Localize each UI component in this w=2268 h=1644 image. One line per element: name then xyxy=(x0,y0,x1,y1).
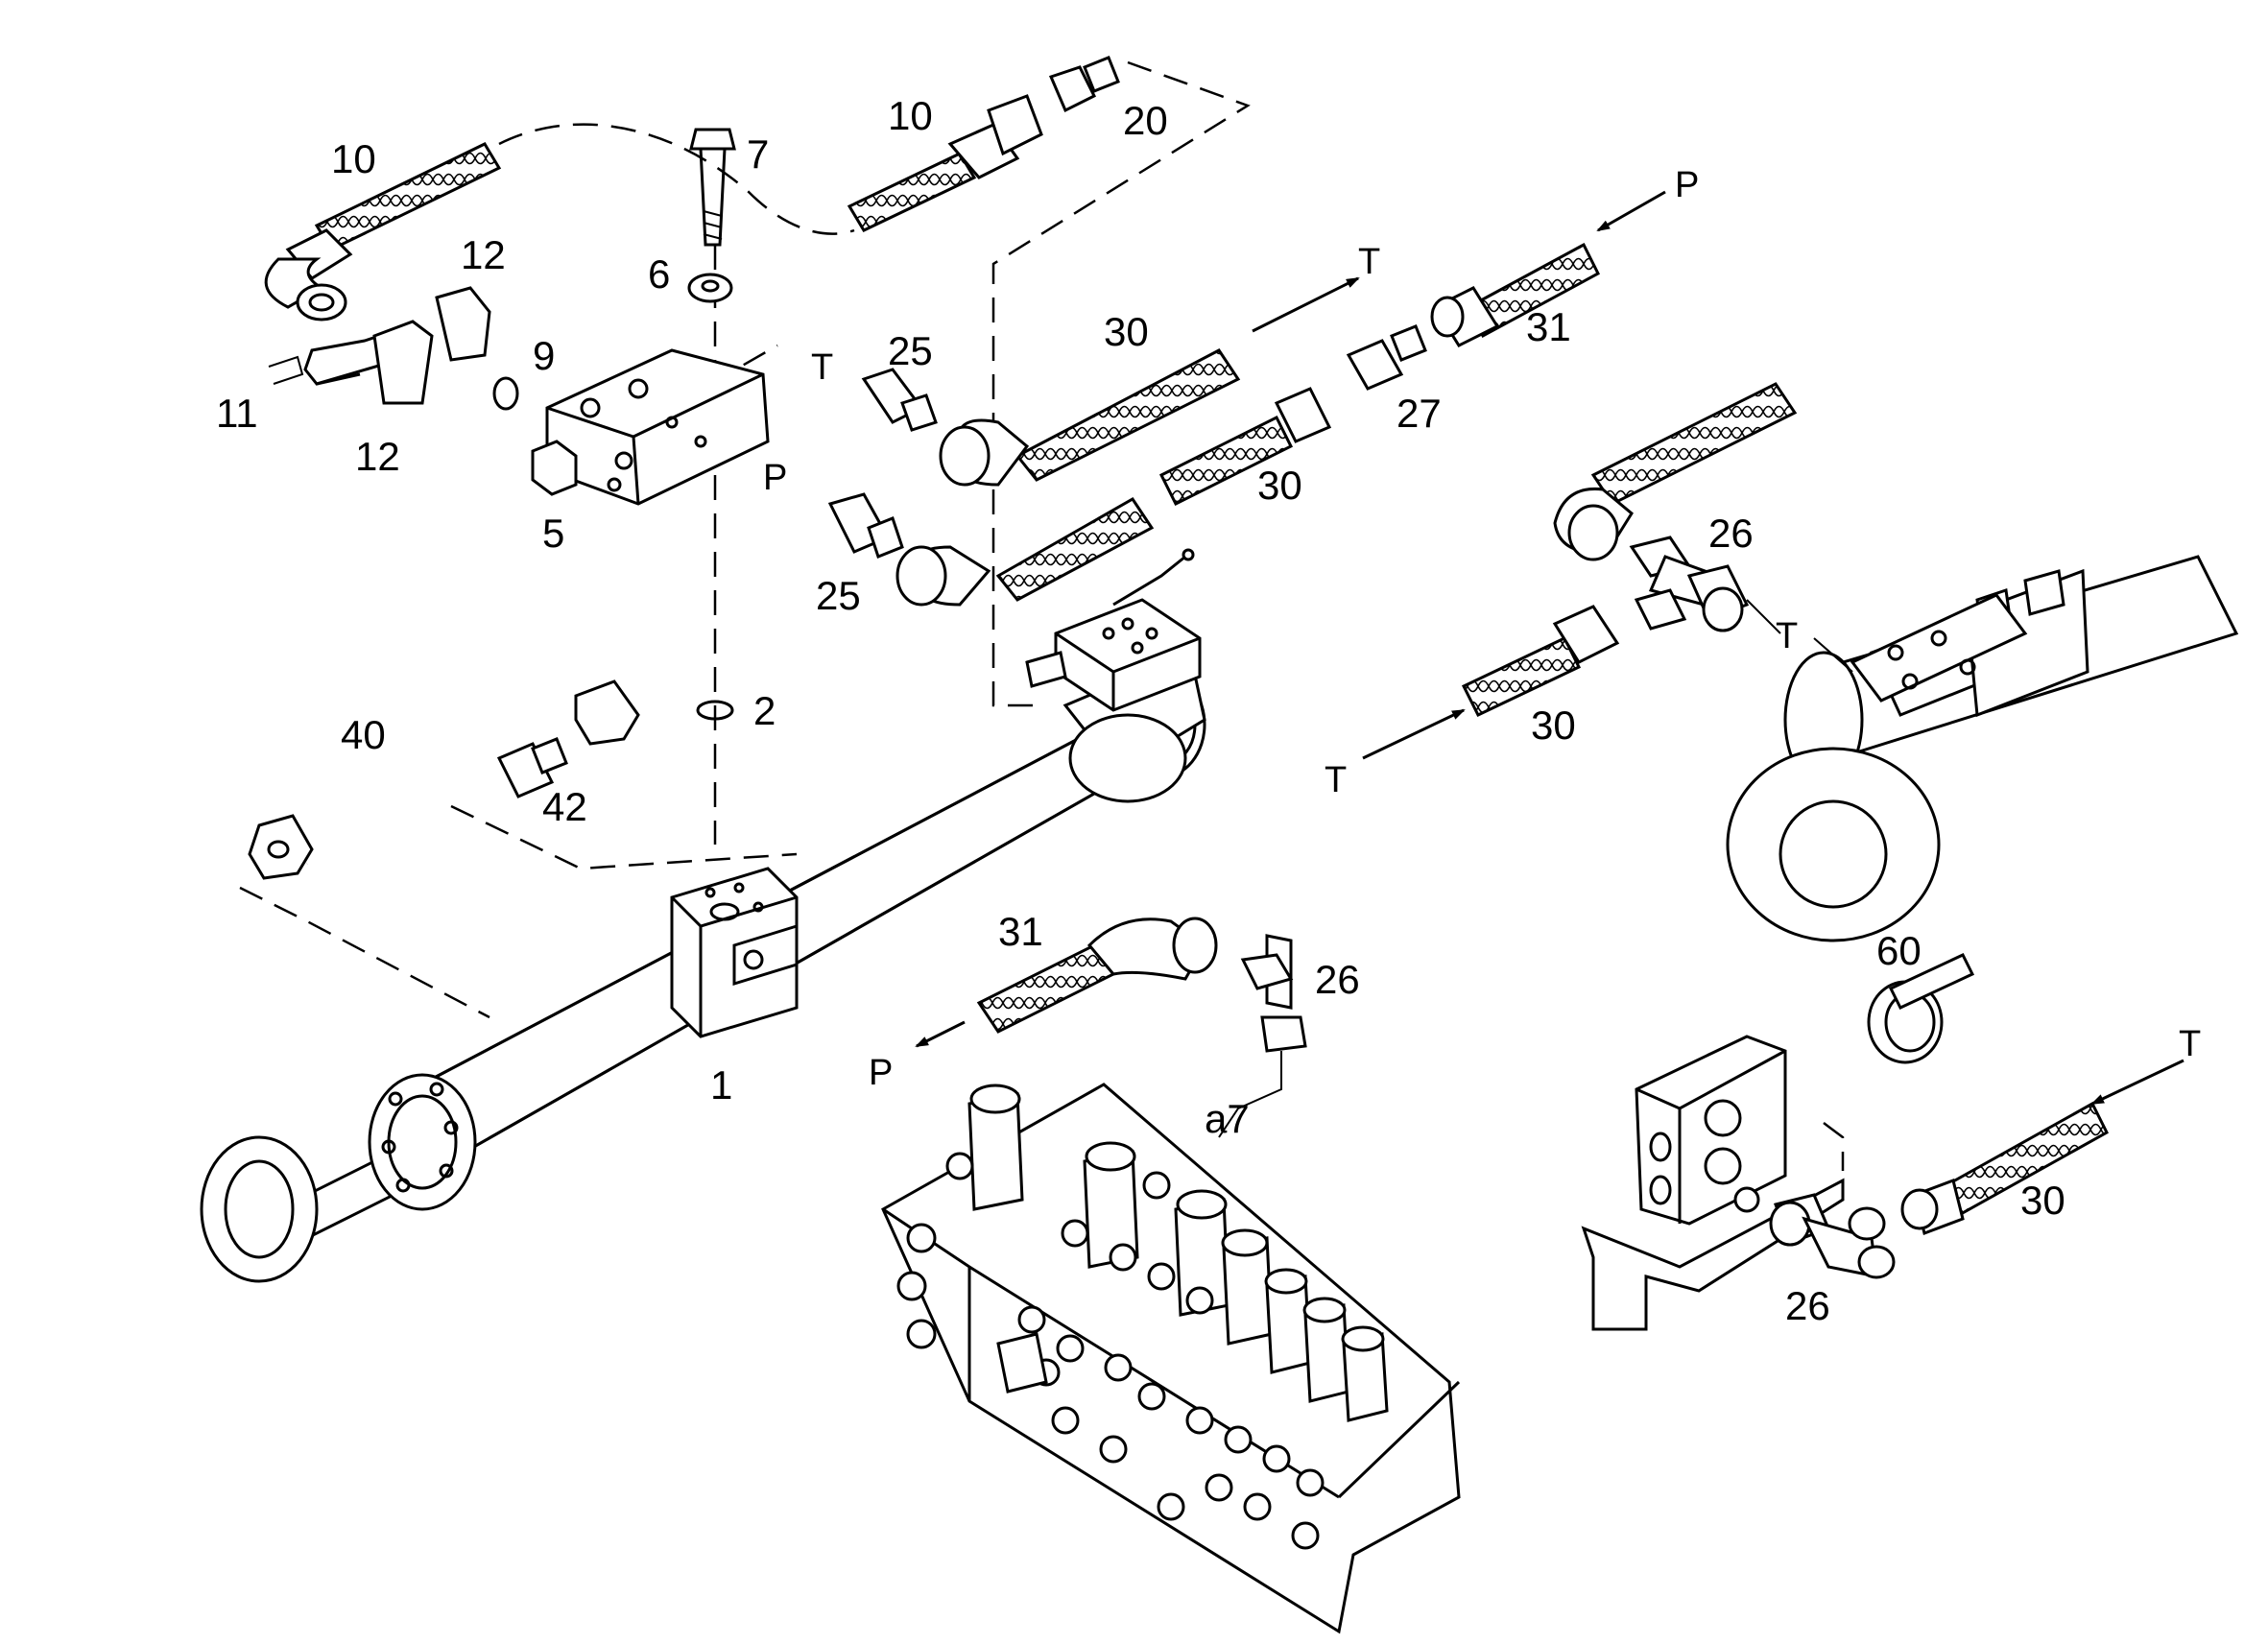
part-label-30-right: 30 xyxy=(1531,703,1576,748)
control-valve-manifold xyxy=(881,1083,1461,1634)
hydraulic-cylinder-assembly xyxy=(200,650,1206,1283)
port-label-t-bracket: T xyxy=(2179,1024,2201,1064)
part-label-12-upper: 12 xyxy=(461,232,506,277)
port-labels: T P T P T T P T xyxy=(763,165,2201,1093)
part-label-2: 2 xyxy=(753,688,776,733)
port-label-t-upper: T xyxy=(1358,242,1380,282)
part-label-26-lower: 26 xyxy=(1315,957,1360,1002)
part-label-26-bracket: 26 xyxy=(1785,1283,1830,1328)
hose-31-lower-tee-26 xyxy=(976,917,1307,1138)
port-label-p-upper: P xyxy=(1675,165,1699,205)
part-label-25-upper: 25 xyxy=(888,328,933,373)
bracket-assembly-bottom-right xyxy=(1581,953,2109,1331)
part-label-30-upper: 30 xyxy=(1104,309,1149,354)
hose-10-middle xyxy=(847,56,1120,232)
tube-40-assembly xyxy=(248,625,676,880)
part-label-30-bracket: 30 xyxy=(2020,1178,2065,1223)
part-label-7: 7 xyxy=(747,131,769,177)
cylinder-port-block xyxy=(1025,548,1202,712)
part-label-27: 27 xyxy=(1397,391,1442,436)
tee-fitting-26-and-hose-30-right xyxy=(1461,536,1750,717)
part-label-40: 40 xyxy=(341,712,386,757)
part-label-11: 11 xyxy=(216,391,258,436)
part-label-a7: a7 xyxy=(1205,1096,1250,1141)
port-label-t-hose-30: T xyxy=(1325,760,1347,800)
right-cylinder-detail xyxy=(1553,382,2239,942)
part-label-42: 42 xyxy=(542,784,587,829)
part-label-10-middle: 10 xyxy=(888,93,933,138)
hose-10-left xyxy=(264,142,502,322)
port-label-p-lower: P xyxy=(869,1053,893,1093)
port-label-t-valve: T xyxy=(811,347,833,388)
part-label-25-lower: 25 xyxy=(816,573,861,618)
hose-30-tank-line xyxy=(861,348,1241,487)
part-label-5: 5 xyxy=(542,511,564,556)
part-label-60: 60 xyxy=(1876,928,1922,973)
hose-30-pressure-line xyxy=(827,492,1155,607)
part-number-labels: 1 2 5 6 7 9 10 10 11 12 12 20 25 25 26 2… xyxy=(216,93,2065,1328)
bolt-washer-orings xyxy=(492,128,736,721)
port-label-p-valve: P xyxy=(763,458,787,498)
part-label-6: 6 xyxy=(648,251,670,297)
part-label-9: 9 xyxy=(533,333,555,378)
flange-clamps xyxy=(268,286,491,405)
part-label-30-center: 30 xyxy=(1257,463,1302,508)
flow-arrows xyxy=(915,190,2184,1106)
part-label-20: 20 xyxy=(1123,98,1168,143)
part-label-10-left: 10 xyxy=(331,136,376,181)
hose-30-center-27-31 xyxy=(1158,242,1600,507)
valve-block xyxy=(531,348,770,506)
part-label-12-lower: 12 xyxy=(355,434,400,479)
port-label-t-right-tee: T xyxy=(1776,616,1798,656)
part-label-31-lower: 31 xyxy=(998,909,1043,954)
part-label-26-right: 26 xyxy=(1708,511,1754,556)
part-label-1: 1 xyxy=(710,1062,732,1108)
part-label-31-upper: 31 xyxy=(1526,304,1571,349)
